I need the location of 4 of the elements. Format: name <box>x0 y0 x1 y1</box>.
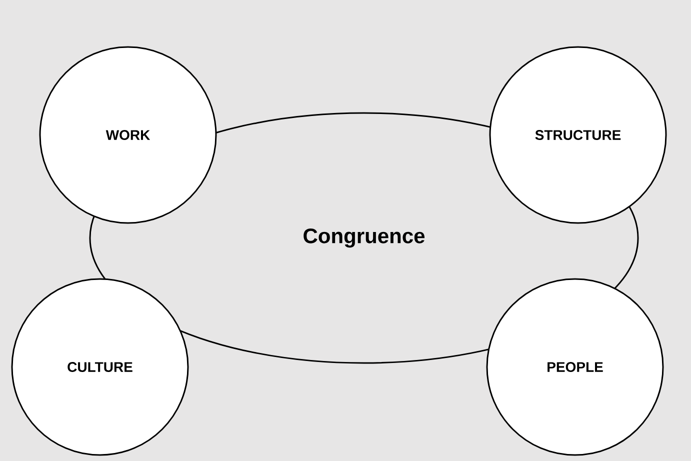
circle-node: CULTURE <box>11 278 189 456</box>
circle-node: PEOPLE <box>486 278 664 456</box>
circle-node: STRUCTURE <box>489 46 667 224</box>
circle-node: WORK <box>39 46 217 224</box>
